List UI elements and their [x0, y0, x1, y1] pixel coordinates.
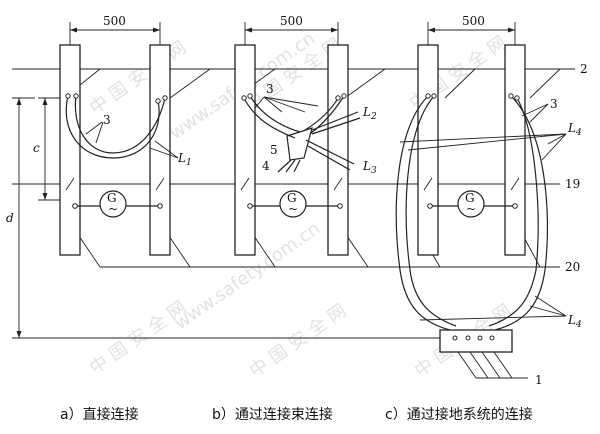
dimension-c-d: c d: [6, 97, 60, 338]
dim-label-b: 500: [280, 14, 303, 28]
column-b-left: [234, 44, 256, 256]
dim-label-c: 500: [462, 14, 485, 28]
generator-b-symbol: G: [287, 191, 297, 205]
slash-marks: [65, 177, 520, 191]
label-3-b: 3: [266, 82, 274, 96]
svg-text:~: ~: [288, 202, 298, 216]
dim-label-a: 500: [103, 14, 126, 28]
caption-a: a）直接连接: [60, 406, 139, 423]
svg-text:~: ~: [108, 202, 118, 216]
label-L1: L1: [177, 151, 192, 168]
caption-b: b）通过连接束连接: [212, 406, 333, 423]
label-line-19: 19: [565, 177, 580, 191]
line-numbers: 2 19 20: [565, 62, 588, 274]
label-line-2: 2: [580, 62, 588, 76]
generator-circuits: G ~ G ~ G ~: [72, 190, 518, 218]
label-3-c: 3: [550, 97, 558, 111]
ground-lines: [12, 68, 575, 339]
label-L4-top: L4: [567, 121, 582, 138]
grounding-system-connection: 1 3 L4 L4: [395, 93, 582, 387]
label-4: 4: [262, 159, 270, 173]
label-5: 5: [270, 143, 278, 157]
label-1: 1: [535, 373, 543, 387]
label-3-a: 3: [103, 113, 111, 127]
caption-c: c）通过接地系统的连接: [385, 406, 533, 423]
column-b-right: [327, 44, 349, 256]
dimension-500: 500 500 500: [69, 14, 516, 45]
generator-c-symbol: G: [465, 191, 475, 205]
label-L3: L3: [362, 159, 377, 176]
label-L4-bottom: L4: [567, 313, 582, 330]
column-a-left: [59, 44, 81, 256]
dim-label-d: d: [6, 211, 14, 225]
generator-a-symbol: G: [107, 191, 117, 205]
dim-label-c: c: [33, 141, 40, 155]
direct-connection-loops: 3 L1: [65, 93, 192, 168]
column-c-right: [504, 44, 526, 256]
grounding-block: [439, 329, 513, 353]
label-L2: L2: [362, 105, 377, 122]
label-line-20: 20: [565, 260, 580, 274]
watermark-text: 中 国 安 全 网: [246, 300, 351, 382]
bundle-connection: 3 L2 L3 5 4: [241, 82, 377, 176]
svg-text:~: ~: [466, 202, 476, 216]
captions: a）直接连接 b）通过连接束连接 c）通过接地系统的连接: [60, 406, 533, 423]
watermark-text: 中 国 安 全 网: [86, 37, 191, 119]
column-c-left: [417, 44, 439, 256]
